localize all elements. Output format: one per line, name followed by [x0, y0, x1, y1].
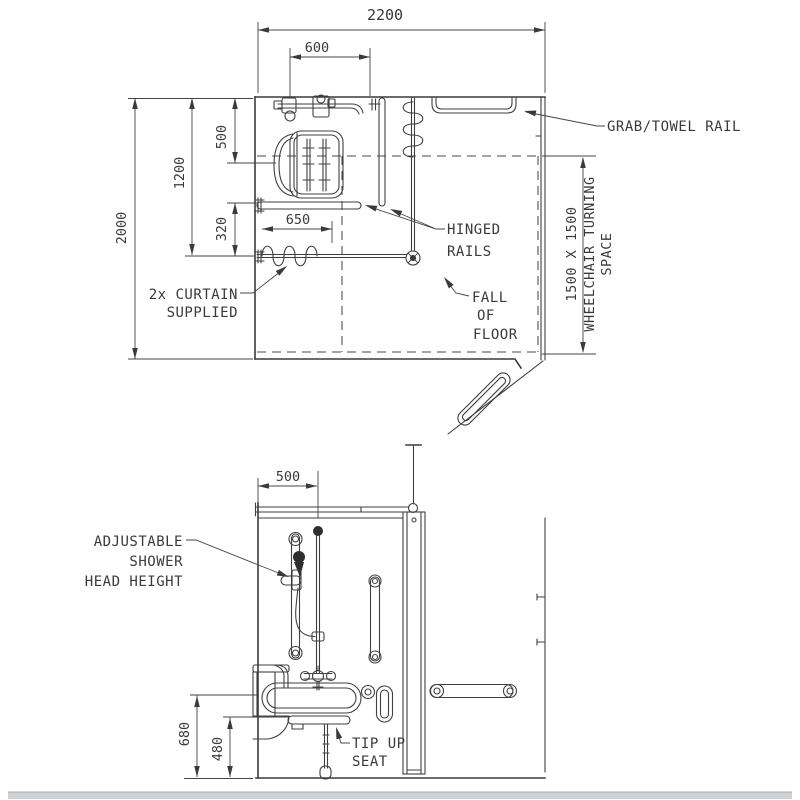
turning-space-label-line2: SPACE [599, 232, 615, 275]
dim-2000-value: 2000 [114, 212, 130, 245]
hinged-rail-horizontal-plan [255, 197, 362, 214]
ceiling-rod [405, 444, 422, 514]
elevation-walls [255, 502, 546, 779]
dim-2200: 2200 [257, 6, 546, 93]
dim-500-elevation-value: 500 [276, 469, 300, 485]
adjustable-shower-text-line3: HEAD HEIGHT [85, 574, 183, 590]
dim-turning-space: 1500 X 1500 WHEELCHAIR TURNING SPACE [542, 155, 615, 355]
hinged-rail-vertical-plan [368, 97, 386, 207]
curtain-squiggle-horizontal [261, 245, 318, 267]
plan-room-outline [254, 96, 546, 370]
grab-towel-rail-plan [431, 97, 517, 114]
adjustable-shower-label: ADJUSTABLE SHOWER HEAD HEIGHT [85, 534, 289, 590]
grab-towel-rail-text: GRAB/TOWEL RAIL [607, 119, 741, 135]
dim-2200-value: 2200 [367, 6, 403, 24]
curtain-squiggle-vertical [402, 101, 424, 158]
fall-of-floor-label: FALL OF FLOOR [444, 277, 518, 343]
dim-650: 650 [262, 212, 333, 243]
riser-pipe [311, 526, 325, 674]
door-leaf [457, 372, 511, 426]
dim-1200-value: 1200 [172, 157, 188, 190]
dim-500-elevation: 500 [257, 469, 319, 518]
dim-680: 680 [177, 694, 258, 779]
dim-480: 480 [210, 716, 289, 777]
tip-up-seat-label: TIP UP SEAT [336, 727, 406, 770]
shower-slide-rail [288, 531, 303, 661]
tip-up-seat-plan [273, 130, 344, 199]
hinged-rails-label: HINGED RAILS [365, 205, 501, 260]
turning-space-label-line1: WHEELCHAIR TURNING [582, 176, 598, 331]
fall-of-floor-text-line1: FALL [472, 290, 508, 306]
dim-500-plan: 500 [214, 98, 276, 164]
ground-band [8, 791, 792, 799]
curtain-rail-plan [255, 97, 421, 266]
door-swing [447, 360, 544, 435]
hinged-rails-text-line1: HINGED [447, 222, 501, 238]
dim-480-value: 480 [210, 737, 226, 761]
curtain-rail-elevation [254, 502, 410, 517]
dim-320-value: 320 [214, 217, 230, 241]
curtain-supplied-label: 2x CURTAIN SUPPLIED [149, 266, 287, 321]
adjustable-shower-text-line2: SHOWER [129, 554, 183, 570]
shower-head [280, 551, 305, 591]
dim-650-value: 650 [286, 212, 310, 228]
turning-space-dim-value: 1500 X 1500 [564, 207, 580, 302]
curtain-text-line2: SUPPLIED [167, 305, 238, 321]
washbasin-elevation [252, 664, 291, 740]
grab-towel-rail-label: GRAB/TOWEL RAIL [524, 110, 741, 135]
grab-rail-horizontal-elevation [429, 683, 518, 699]
shower-assembly-plan [273, 94, 364, 122]
dim-1200: 1200 [172, 98, 195, 255]
drop-down-rail-elevation [261, 682, 394, 723]
plan-view: 2200 600 650 2000 1200 [114, 6, 741, 435]
fall-of-floor-text-line3: FLOOR [473, 327, 518, 343]
shower-hose [295, 587, 316, 638]
shower-control-valve [299, 665, 337, 691]
adjustable-shower-text-line1: ADJUSTABLE [94, 534, 183, 550]
dim-320: 320 [185, 202, 258, 257]
hinged-rails-text-line2: RAILS [447, 244, 492, 260]
dim-600: 600 [289, 40, 371, 97]
curtain-text-line1: 2x CURTAIN [149, 287, 238, 303]
tip-up-seat-elevation [287, 715, 351, 780]
dim-500-plan-value: 500 [214, 125, 230, 149]
grab-rail-vertical-elevation [368, 574, 382, 664]
elevation-view: 500 [85, 444, 546, 780]
tip-up-seat-text-line2: SEAT [352, 754, 388, 770]
screen-panel [402, 511, 426, 775]
dim-2000: 2000 [114, 98, 253, 360]
fall-of-floor-text-line2: OF [477, 308, 495, 324]
tip-up-seat-text-line1: TIP UP [352, 736, 406, 752]
dim-600-value: 600 [305, 40, 329, 56]
dim-680-value: 680 [177, 722, 193, 746]
